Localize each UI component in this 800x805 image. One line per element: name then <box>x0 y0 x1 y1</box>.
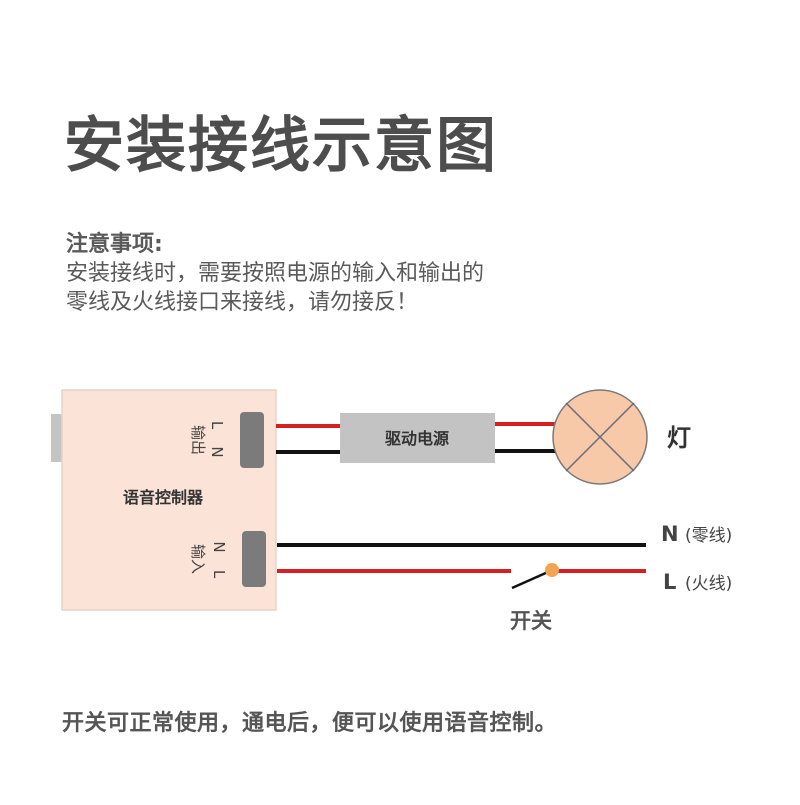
output-port-pins: L N <box>208 421 226 458</box>
notes-line-2: 零线及火线接口来接线，请勿接反！ <box>66 290 419 315</box>
svg-text:N: N <box>208 446 226 457</box>
switch-lever <box>511 570 549 590</box>
live-desc: (火线) <box>685 574 732 594</box>
notes-block: 注意事项: 安装接线时，需要按照电源的输入和输出的 零线及火线接口来接线，请勿接… <box>66 230 484 317</box>
svg-text:输入: 输入 <box>189 544 207 574</box>
live-letter: L <box>663 570 676 594</box>
neutral-desc: (零线) <box>685 526 732 546</box>
driver-label: 驱动电源 <box>385 429 449 448</box>
svg-text:N: N <box>210 541 228 552</box>
input-terminal <box>242 531 266 587</box>
notes-line-1: 安装接线时，需要按照电源的输入和输出的 <box>66 261 485 286</box>
neutral-letter: N <box>661 522 679 546</box>
svg-text:L: L <box>210 570 228 579</box>
lamp-icon <box>552 389 648 485</box>
page-title: 安装接线示意图 <box>64 111 498 181</box>
switch-label: 开关 <box>510 609 552 633</box>
input-port-label: 输入 <box>189 544 207 574</box>
svg-text:输出: 输出 <box>189 425 207 455</box>
output-port-label: 输出 <box>189 425 207 455</box>
switch-pivot-dot <box>545 563 559 577</box>
output-terminal <box>240 412 264 468</box>
lamp-label: 灯 <box>667 424 691 452</box>
svg-text:L: L <box>208 421 226 430</box>
notes-heading: 注意事项: <box>66 232 163 257</box>
controller-side-tab <box>51 414 62 462</box>
input-port-pins: N L <box>210 541 228 578</box>
footer-note: 开关可正常使用，通电后，便可以使用语音控制。 <box>62 711 558 736</box>
driver-power-box <box>340 413 495 463</box>
controller-label: 语音控制器 <box>123 488 204 507</box>
